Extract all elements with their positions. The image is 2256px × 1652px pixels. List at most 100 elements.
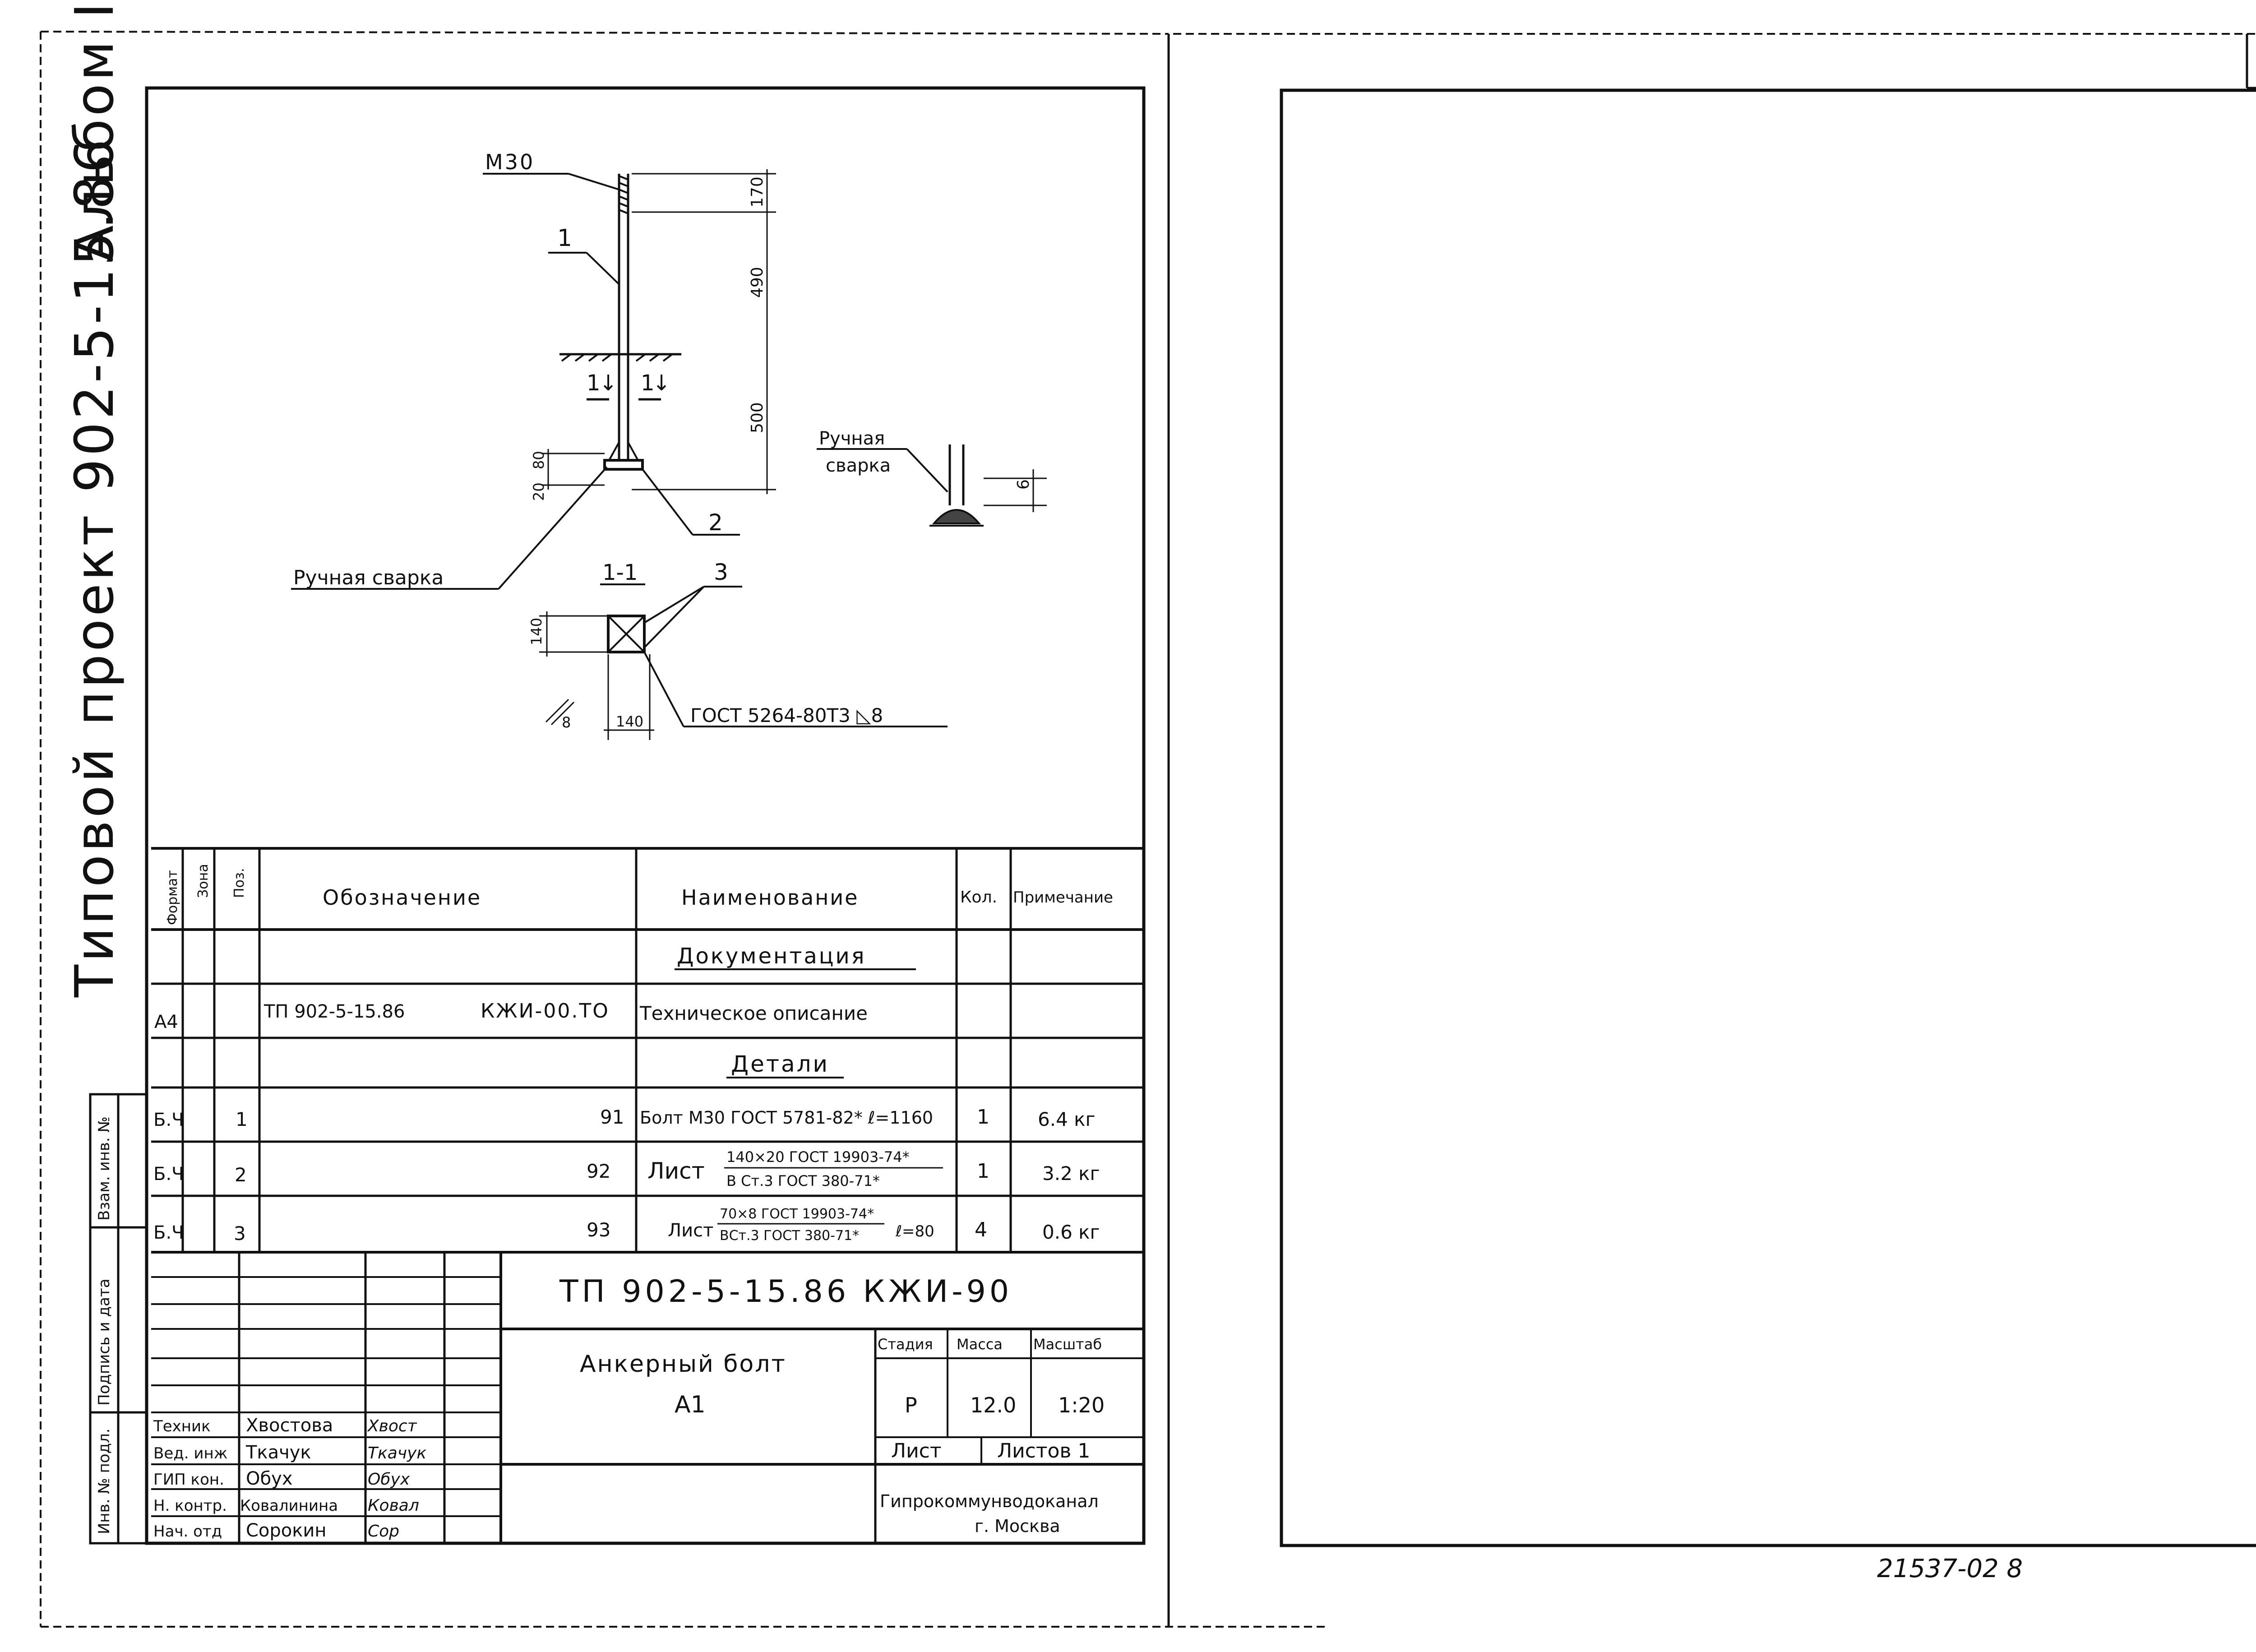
hdr-note: Примечание: [1013, 888, 1113, 907]
svg-text:ВСт.3 ГОСТ 380-71*: ВСт.3 ГОСТ 380-71*: [720, 1228, 859, 1244]
svg-text:ℓ=80: ℓ=80: [895, 1222, 934, 1240]
svg-text:Сор: Сор: [368, 1522, 399, 1541]
svg-text:93: 93: [587, 1219, 610, 1241]
hdr-qty: Кол.: [960, 888, 997, 907]
table-row: Б.Ч 1 91 Болт М30 ГОСТ 5781-82* ℓ=1160 1…: [153, 1106, 1096, 1130]
svg-text:3.2 кг: 3.2 кг: [1042, 1162, 1100, 1185]
svg-text:В Ст.3 ГОСТ 380-71*: В Ст.3 ГОСТ 380-71*: [726, 1172, 880, 1189]
stage-value: Р: [905, 1393, 917, 1417]
cut-mark-right: 1: [641, 370, 655, 396]
pos-3-label: 3: [714, 559, 728, 585]
svg-text:Ткачук: Ткачук: [245, 1442, 311, 1463]
scale-label: Масштаб: [1033, 1336, 1102, 1353]
svg-text:140×20 ГОСТ 19903-74*: 140×20 ГОСТ 19903-74*: [726, 1148, 910, 1166]
signature-row: Нач. отд Сорокин Сор: [153, 1520, 399, 1541]
svg-text:КЖИ-00.ТО: КЖИ-00.ТО: [481, 1000, 610, 1023]
svg-text:1: 1: [977, 1106, 989, 1129]
svg-text:Нач. отд: Нач. отд: [153, 1522, 222, 1541]
svg-text:Техническое описание: Техническое описание: [639, 1002, 868, 1024]
footer-note: 21537-02 8: [1877, 1554, 2023, 1583]
hdr-pos: Поз.: [231, 868, 247, 898]
left-page: Типовой проект 902-5-15.86 Альбом II Инв…: [40, 0, 1327, 1628]
svg-text:Ковал: Ковал: [368, 1496, 419, 1515]
weld-detail-label-1: Ручная: [819, 428, 885, 449]
pos-1-label: 1: [557, 225, 572, 252]
signature-row: ГИП кон. Обух Обух: [153, 1468, 410, 1489]
weld-detail: Ручная сварка 6: [817, 428, 1047, 527]
stage-label: Стадия: [878, 1336, 933, 1353]
svg-text:Техник: Техник: [153, 1417, 211, 1435]
thread-label: М30: [485, 150, 535, 174]
section-dim-h: 140: [528, 618, 545, 645]
hdr-zone: Зона: [195, 864, 211, 898]
svg-text:0.6 кг: 0.6 кг: [1042, 1221, 1100, 1243]
signature-row: Вед. инж Ткачук Ткачук: [153, 1442, 426, 1463]
margin-sign-date: Подпись и дата: [95, 1278, 113, 1406]
sheets-label: Листов 1: [997, 1439, 1090, 1462]
mass-label: Масса: [957, 1336, 1003, 1353]
sheet-label: Лист: [891, 1439, 942, 1462]
side-caption-project: Типовой проект 902-5-15.86: [63, 136, 125, 998]
section-details: Детали: [731, 1051, 829, 1077]
left-page-top-edge: [40, 31, 1169, 35]
svg-text:Вед. инж: Вед. инж: [153, 1444, 227, 1462]
weld-dim-6: 6: [1014, 479, 1033, 490]
hdr-format: Формат: [165, 870, 180, 925]
svg-text:3: 3: [234, 1222, 246, 1245]
svg-text:↓: ↓: [599, 370, 617, 396]
svg-text:Хвост: Хвост: [367, 1417, 417, 1435]
item-title: Анкерный болт: [580, 1351, 786, 1378]
hdr-designation: Обозначение: [323, 885, 481, 910]
svg-text:91: 91: [600, 1106, 624, 1128]
signature-row: Техник Хвостова Хвост: [153, 1415, 417, 1436]
pos-2-label: 2: [708, 509, 723, 536]
svg-text:А4: А4: [154, 1012, 178, 1032]
svg-text:Сорокин: Сорокин: [246, 1520, 327, 1541]
svg-text:Б.Ч: Б.Ч: [153, 1110, 184, 1130]
cut-mark-left: 1: [587, 370, 601, 396]
svg-text:1: 1: [236, 1108, 248, 1130]
svg-text:Б.Ч: Б.Ч: [153, 1222, 184, 1243]
svg-text:Болт М30 ГОСТ 5781-82* ℓ=1160: Болт М30 ГОСТ 5781-82* ℓ=1160: [640, 1108, 933, 1128]
organization-city: г. Москва: [975, 1516, 1060, 1536]
section-dim-t: 8: [562, 714, 571, 731]
dim-170: 170: [748, 176, 767, 208]
svg-text:6.4 кг: 6.4 кг: [1038, 1108, 1096, 1130]
svg-text:Обух: Обух: [368, 1470, 410, 1489]
svg-text:Лист: Лист: [647, 1158, 705, 1184]
section-dim-w: 140: [616, 713, 643, 730]
table-row: А4 ТП 902-5-15.86 КЖИ-00.ТО Техническое …: [154, 1000, 868, 1032]
gost-note: ГОСТ 5264-80Т3 ◺8: [690, 704, 883, 727]
svg-text:92: 92: [587, 1160, 610, 1182]
dim-80: 80: [530, 451, 547, 469]
right-page: 7 21537-02 8: [1173, 33, 2256, 1583]
margin-inv-podl: Инв. № подл.: [95, 1428, 113, 1534]
hdr-name: Наименование: [681, 885, 859, 910]
svg-text:4: 4: [975, 1218, 987, 1241]
anchor-bolt-elevation: 1 ↓ 1 ↓ М30 1 170 490 500 80 20: [291, 150, 776, 590]
dim-20: 20: [530, 482, 547, 501]
svg-text:Ковалинина: Ковалинина: [240, 1497, 338, 1515]
weld-detail-label-2: сварка: [826, 455, 891, 476]
svg-text:Н. контр.: Н. контр.: [153, 1497, 227, 1515]
signature-row: Н. контр. Ковалинина Ковал: [153, 1496, 419, 1515]
table-row: Б.Ч 2 92 Лист 140×20 ГОСТ 19903-74* В Ст…: [153, 1148, 1100, 1189]
spec-table: Формат Зона Поз. Обозначение Наименовани…: [151, 847, 1144, 1254]
thread-hatch: [619, 175, 629, 214]
margin-vzam-inv: Взам. инв. №: [95, 1116, 113, 1221]
svg-text:70×8 ГОСТ 19903-74*: 70×8 ГОСТ 19903-74*: [720, 1206, 874, 1222]
organization: Гипрокоммунводоканал: [880, 1491, 1099, 1511]
dim-490: 490: [748, 267, 767, 298]
svg-text:Хвостова: Хвостова: [246, 1415, 333, 1436]
svg-text:↓: ↓: [652, 370, 670, 396]
drawing-frame: [145, 86, 1146, 1545]
dim-500: 500: [748, 402, 767, 433]
scale-value: 1:20: [1058, 1393, 1105, 1417]
svg-text:2: 2: [235, 1164, 247, 1186]
left-margin-stamp: Инв. № подл. Подпись и дата Взам. инв. №: [89, 1093, 148, 1545]
svg-text:Лист: Лист: [668, 1220, 713, 1241]
side-caption-album: Альбом II: [63, 0, 125, 262]
empty-drawing-frame: [1280, 88, 2256, 1547]
svg-text:1: 1: [977, 1160, 989, 1183]
